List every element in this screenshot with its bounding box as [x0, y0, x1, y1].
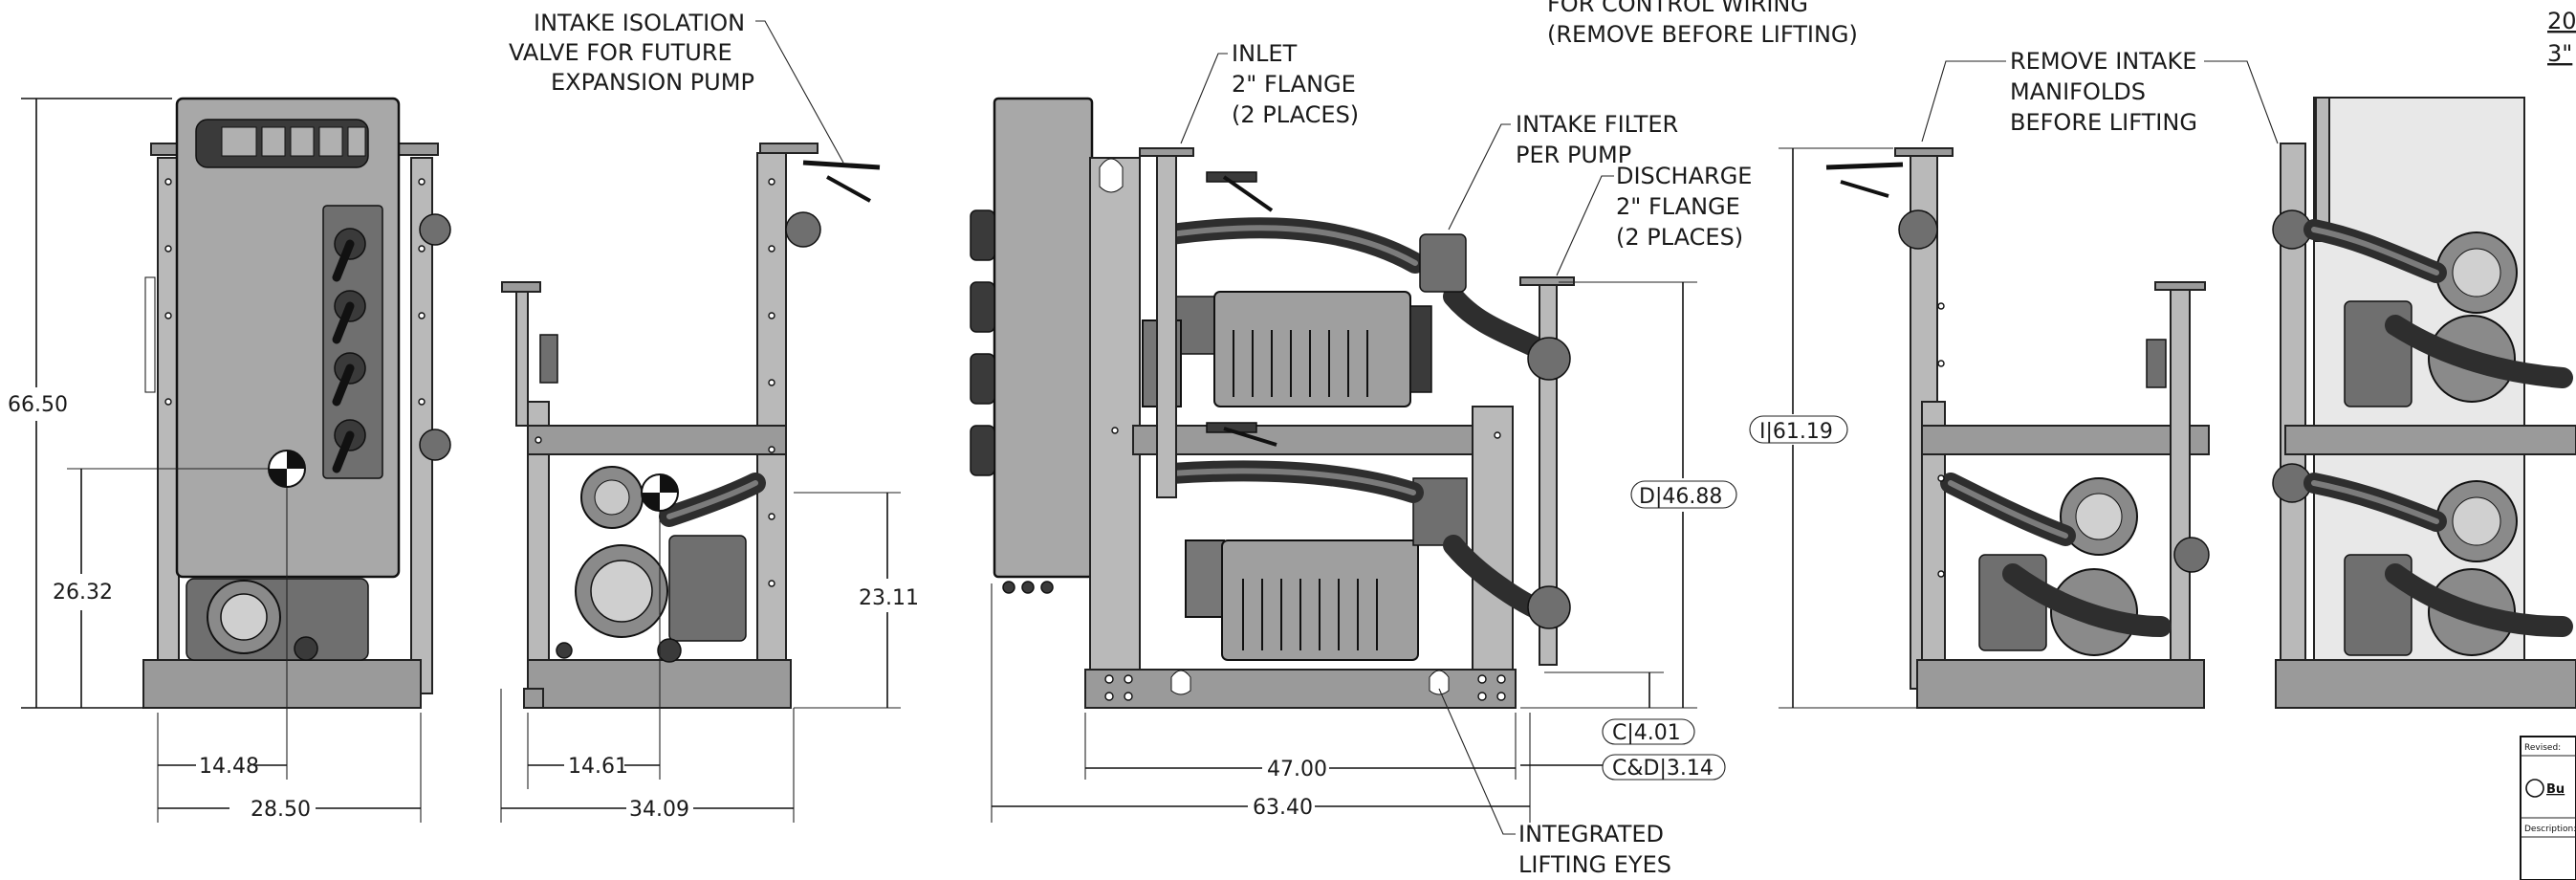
- callout-intake-isolation-2: VALVE FOR FUTURE: [509, 39, 732, 66]
- callout-remove-intake-1: REMOVE INTAKE: [2010, 48, 2196, 75]
- dim-c-height: C|4.01: [1612, 721, 1681, 745]
- side-view: INTAKE ISOLATION VALVE FOR FUTURE EXPANS…: [500, 10, 919, 823]
- callout-lifting-eyes-2: LIFTING EYES: [1518, 851, 1671, 878]
- callout-remove-intake-2: MANIFOLDS: [2010, 78, 2146, 105]
- company-logo-icon: [2525, 779, 2544, 798]
- dim-front-width: 28.50: [251, 798, 311, 822]
- callout-intake-isolation-1: INTAKE ISOLATION: [534, 10, 745, 36]
- callout-inlet-2: 2" FLANGE: [1232, 71, 1356, 98]
- callout-control-wiring-2: (REMOVE BEFORE LIFTING): [1547, 21, 1858, 48]
- corner-note-bottom: 3": [2547, 40, 2572, 67]
- callout-discharge-1: DISCHARGE: [1616, 163, 1752, 189]
- corner-note-top: 20: [2547, 8, 2576, 34]
- dim-side-cog-height: 23.11: [859, 586, 919, 610]
- title-block-revised: Revised:: [2524, 743, 2561, 753]
- dim-side-cog-width: 14.61: [568, 755, 628, 779]
- front-view: 66.50 26.32 14.48 28.50: [8, 97, 451, 823]
- callout-lifting-eyes-1: INTEGRATED: [1518, 821, 1664, 847]
- far-right-view: Revised: Bu Description: 20 3": [2272, 8, 2576, 880]
- dim-front-cog-height: 26.32: [53, 581, 113, 605]
- rear-view: REMOVE INTAKE MANIFOLDS BEFORE LIFTING I…: [1749, 48, 2279, 709]
- callout-discharge-2: 2" FLANGE: [1616, 193, 1740, 220]
- callout-intake-filter-1: INTAKE FILTER: [1516, 111, 1678, 138]
- center-of-gravity-icon: [268, 450, 306, 488]
- callout-control-wiring-1: FOR CONTROL WIRING: [1547, 0, 1808, 17]
- title-block-logo-text: Bu: [2546, 782, 2565, 797]
- dim-front-cog-width: 14.48: [199, 755, 259, 779]
- side-center-of-gravity-icon: [641, 473, 679, 512]
- title-block-description: Description:: [2524, 825, 2576, 834]
- callout-inlet-3: (2 PLACES): [1232, 101, 1359, 128]
- cabinet: [993, 97, 1094, 579]
- dim-front-height: 66.50: [8, 393, 68, 417]
- main-view: FOR CONTROL WIRING (REMOVE BEFORE LIFTIN…: [970, 0, 1858, 878]
- callout-inlet-1: INLET: [1232, 40, 1298, 67]
- dim-side-width: 34.09: [629, 798, 689, 822]
- dim-main-center-width: 47.00: [1267, 758, 1327, 781]
- dim-d-height: D|46.88: [1639, 485, 1722, 509]
- callout-intake-isolation-3: EXPANSION PUMP: [551, 69, 754, 96]
- main-frame-holes: [1104, 427, 1506, 701]
- callout-remove-intake-3: BEFORE LIFTING: [2010, 109, 2197, 136]
- callout-intake-filter-2: PER PUMP: [1516, 142, 1631, 168]
- callout-discharge-3: (2 PLACES): [1616, 224, 1743, 251]
- side-frame-holes: [535, 178, 775, 587]
- title-block: Revised: Bu Description:: [2520, 736, 2576, 880]
- rear-frame-holes: [1937, 302, 1945, 578]
- dim-cd-height: C&D|3.14: [1612, 757, 1714, 781]
- dim-i-height: I|61.19: [1759, 420, 1833, 444]
- front-frame-holes: [164, 178, 426, 406]
- dim-main-overall-width: 63.40: [1253, 796, 1313, 820]
